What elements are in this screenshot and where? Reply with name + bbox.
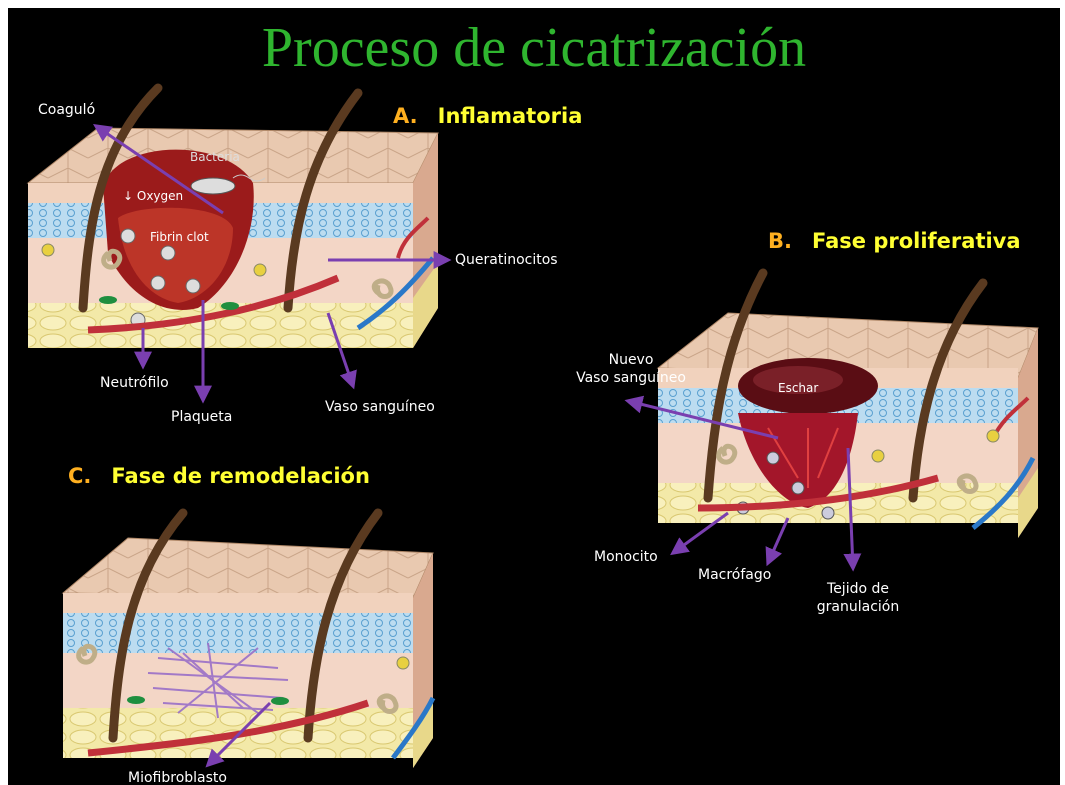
skin-block-proliferativa <box>658 273 1038 538</box>
phase-letter-a: A. <box>393 104 418 128</box>
label-neutrofilo: Neutrófilo <box>100 375 169 393</box>
phase-heading-a: A. Inflamatoria <box>393 104 582 128</box>
phase-letter-b: B. <box>768 229 792 253</box>
label-nuevo-vaso: Nuevo Vaso sanguíneo <box>575 352 687 387</box>
phase-heading-b: B. Fase proliferativa <box>768 229 1021 253</box>
label-plaqueta: Plaqueta <box>171 409 232 427</box>
label-coagulo: Coaguló <box>38 102 95 120</box>
slide-title: Proceso de cicatrización <box>8 20 1060 76</box>
label-miofibroblasto: Miofibroblasto <box>128 770 227 785</box>
fibrin-clot-label: Fibrin clot <box>150 230 209 244</box>
label-macrofago: Macrófago <box>698 567 771 585</box>
skin-block-remodelacion <box>63 513 433 768</box>
arrow-macrofago <box>768 518 788 563</box>
oxygen-text: Oxygen <box>137 189 183 203</box>
phase-name-b: Fase proliferativa <box>812 229 1021 253</box>
eschar-label: Eschar <box>778 381 818 395</box>
label-nuevo-vaso-line2: Vaso sanguíneo <box>575 370 687 388</box>
label-tejido-line2: granulación <box>808 599 908 617</box>
label-queratinocitos: Queratinocitos <box>455 252 558 270</box>
phase-heading-c: C. Fase de remodelación <box>68 464 370 488</box>
label-tejido: Tejido de granulación <box>808 581 908 616</box>
bacteria-label: Bacteria <box>190 150 240 164</box>
oxygen-label: ↓ Oxygen <box>123 189 183 203</box>
label-nuevo-vaso-line1: Nuevo <box>575 352 687 370</box>
slide: Proceso de cicatrización A.Inflamatoria … <box>8 8 1060 785</box>
phase-name-a: Inflamatoria <box>438 104 583 128</box>
phase-name-c: Fase de remodelación <box>111 464 370 488</box>
skin-block-inflamatoria <box>28 88 438 348</box>
label-monocito: Monocito <box>594 549 658 567</box>
phase-letter-c: C. <box>68 464 91 488</box>
label-tejido-line1: Tejido de <box>808 581 908 599</box>
label-vaso-sanguineo: Vaso sanguíneo <box>325 399 435 417</box>
